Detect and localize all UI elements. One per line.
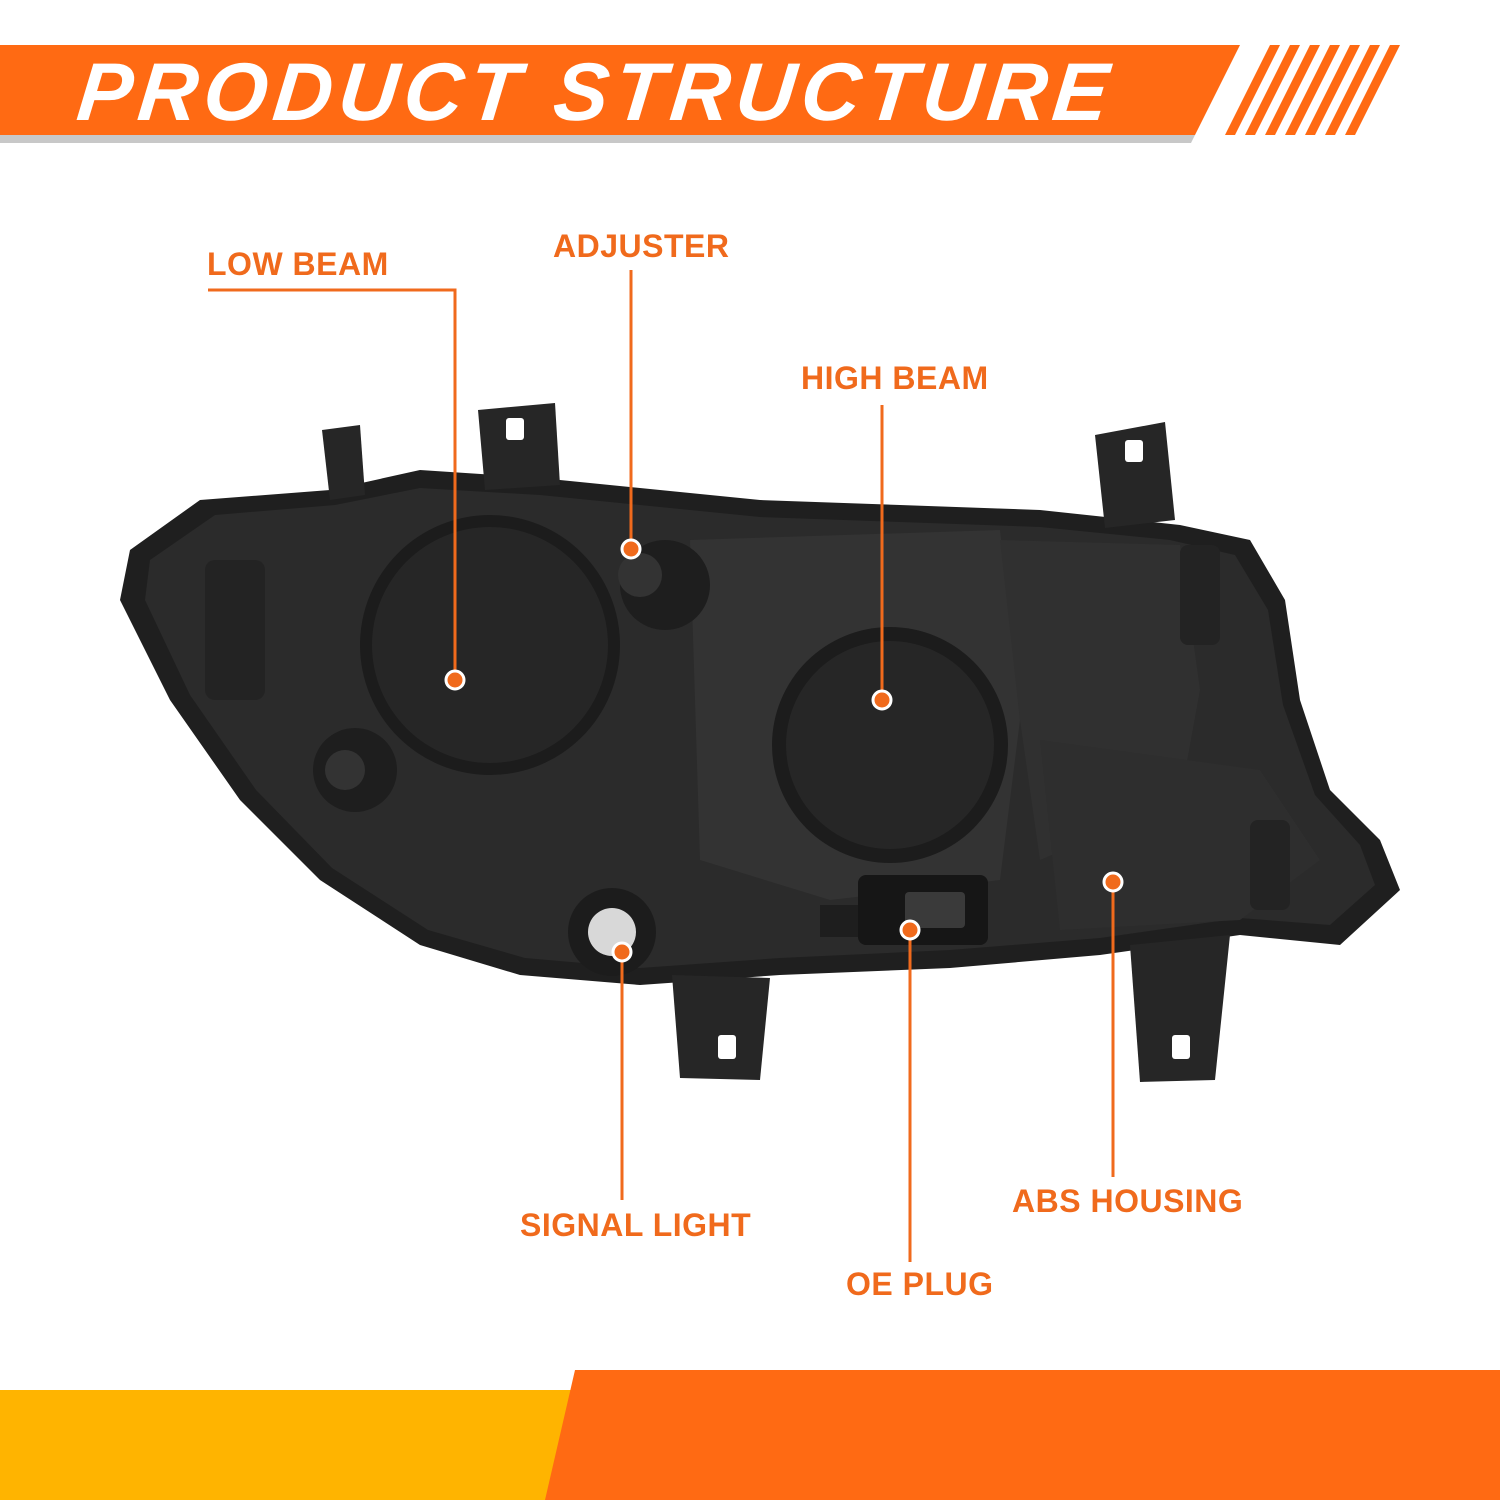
oe-plug-pins bbox=[905, 892, 965, 928]
low-beam-cap bbox=[372, 527, 608, 763]
headlight-housing-image bbox=[120, 403, 1400, 1082]
footer-yellow-bar bbox=[0, 1390, 585, 1500]
low-beam-marker bbox=[444, 669, 466, 691]
low-beam-leader-line bbox=[208, 288, 457, 680]
low-beam-label: LOW BEAM bbox=[207, 246, 389, 282]
high-beam-label: HIGH BEAM bbox=[801, 360, 989, 396]
high-beam-cap bbox=[786, 641, 994, 849]
banner-shadow bbox=[0, 135, 1195, 143]
footer-bars bbox=[0, 1370, 1500, 1500]
side-clip bbox=[1180, 545, 1220, 645]
banner-background bbox=[0, 45, 1240, 135]
callout-lines bbox=[208, 270, 1115, 1262]
oe-plug-label: OE PLUG bbox=[846, 1266, 994, 1302]
mounting-tab-5 bbox=[1130, 935, 1230, 1082]
signal-light-label: SIGNAL LIGHT bbox=[520, 1207, 752, 1243]
callout-dots bbox=[444, 538, 1124, 963]
page-title: PRODUCT STRUCTURE bbox=[73, 47, 1119, 138]
mounting-tab-1 bbox=[322, 425, 365, 500]
mounting-tab-hole bbox=[506, 418, 524, 440]
signal-light-marker bbox=[611, 941, 633, 963]
mounting-tab-4 bbox=[672, 975, 770, 1080]
side-clip bbox=[1250, 820, 1290, 910]
socket-inner bbox=[325, 750, 365, 790]
mounting-tab-3 bbox=[1095, 422, 1175, 528]
banner-stripes-icon bbox=[1225, 45, 1400, 135]
adjuster-label: ADJUSTER bbox=[553, 228, 730, 264]
abs-housing-marker bbox=[1102, 871, 1124, 893]
mounting-tab-hole bbox=[1125, 440, 1143, 462]
footer-orange-bar bbox=[545, 1370, 1500, 1500]
side-bracket bbox=[205, 560, 265, 700]
mounting-tab-hole bbox=[1172, 1035, 1190, 1059]
high-beam-marker bbox=[871, 689, 893, 711]
mounting-tab-2 bbox=[478, 403, 560, 490]
mounting-tab-hole bbox=[718, 1035, 736, 1059]
oe-plug-marker bbox=[899, 919, 921, 941]
abs-housing-label: ABS HOUSING bbox=[1012, 1183, 1244, 1219]
adjuster-knob-inner bbox=[618, 553, 662, 597]
adjuster-marker bbox=[620, 538, 642, 560]
header-banner bbox=[0, 45, 1400, 143]
